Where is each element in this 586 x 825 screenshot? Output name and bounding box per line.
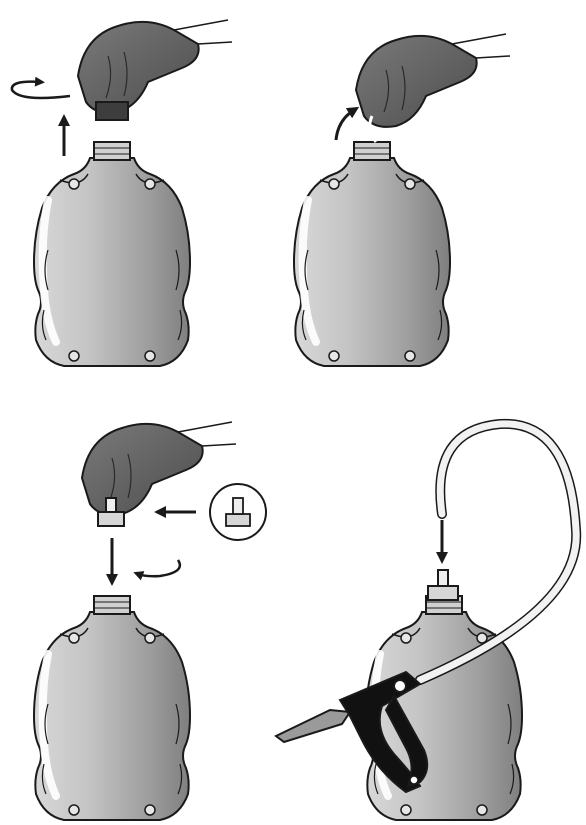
step-4-panel xyxy=(270,410,586,825)
bottle-icon xyxy=(34,596,190,820)
glove-hand-icon xyxy=(356,34,510,142)
rotate-arrow-icon xyxy=(138,560,180,576)
glove-hand-icon xyxy=(78,20,232,120)
bottle-icon xyxy=(294,142,450,366)
step-3-panel xyxy=(0,410,290,825)
adapter-cap-icon xyxy=(428,570,458,600)
step-1-illustration xyxy=(0,0,290,380)
bottle-icon xyxy=(34,142,190,366)
drench-gun-icon xyxy=(276,672,427,792)
rotate-arrow-icon xyxy=(12,82,70,98)
curved-up-arrow-icon xyxy=(336,110,354,140)
step-3-illustration xyxy=(0,410,290,825)
step-4-illustration xyxy=(270,410,586,825)
adapter-cap-inset xyxy=(210,484,266,540)
step-2-panel xyxy=(290,0,586,380)
step-2-illustration xyxy=(290,0,586,380)
step-1-panel xyxy=(0,0,290,380)
